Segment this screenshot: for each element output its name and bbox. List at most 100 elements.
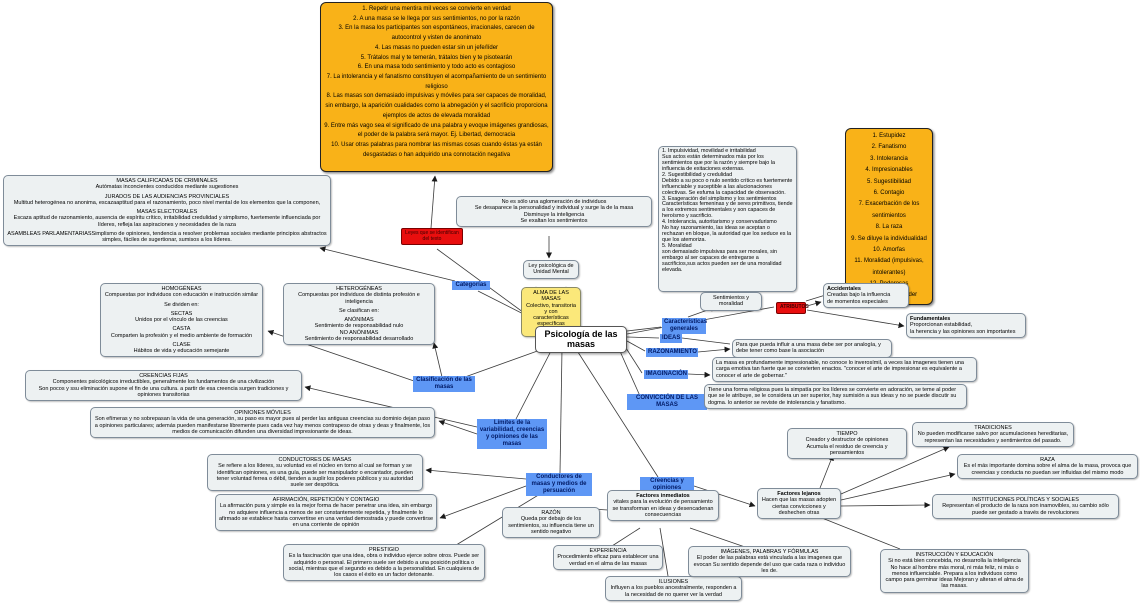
sentimientos-moralidad-box-line: Sentimientos y moralidad [712, 295, 750, 308]
aglomeracion-box-line: Se desaparece la personalidad y individu… [474, 205, 634, 212]
caracteristicas-num-box-line: 4. Intolerancia, autoritarismo y conserv… [662, 219, 777, 226]
caracteristicas-num-box-line: 1. Impulsividad, movilidad e irritabilid… [662, 148, 756, 154]
label-ideas-line: IDEAS [662, 335, 681, 341]
label-limites-line: Límites de la variabilidad, creencias y … [479, 420, 545, 447]
creencias-fijas-box-line: Son pocos y ssu eliminación supone el fi… [38, 385, 289, 398]
connector [626, 336, 660, 339]
laws-list-box-line: 8. Las masas son demasiado impulsivas y … [325, 93, 548, 119]
label-caracteristicas-generales-line: Características generales [664, 319, 708, 332]
label-conviccion-line: CONVICCIÓN DE LAS MASAS [635, 395, 698, 408]
factores-inmediatos-box-line: Factores inmediatos [636, 493, 690, 499]
homogeneas-box-line: Hábitos de vida y educación semejante [133, 348, 230, 355]
label-limites: Límites de la variabilidad, creencias y … [477, 419, 547, 449]
fundamentales-box-line: Fundamentales [910, 316, 951, 322]
attributes-list-box-line: 7. Exacerbación de los sentimientos [858, 201, 920, 219]
attributes-list-box-line: 8. La raza [875, 224, 903, 231]
ideas-box: Para que pueda influir a una masa debe s… [732, 339, 892, 358]
tradiciones-box-line: TRADICIONES [974, 425, 1012, 431]
imaginacion-box: La masa es profundamente impresionable, … [712, 357, 977, 382]
laws-list-box-line: 2. A una masa se le llega por sus sentim… [353, 15, 520, 22]
laws-list-box-line: 7. La intolerancia y el fanatismo consti… [326, 74, 547, 90]
raza-box-line: RAZA [1040, 457, 1055, 463]
mass-categories-box-line: Autómatas inconcientes conducidos median… [95, 184, 239, 191]
laws-list-box: 1. Repetir una mentira mil veces se conv… [320, 2, 553, 172]
instituciones-box-line: INSTITUCIONES POLÍTICAS Y SOCIALES [972, 497, 1079, 503]
experiencia-box-line: Procedimiento eficaz para establecer una… [557, 554, 659, 567]
attributes-list-box-line: 6. Contagio [873, 189, 905, 196]
opiniones-moviles-box-line: Son efímeras y no sobrepasan la vida de … [94, 416, 431, 435]
attributes-list-box-line: 11. Moralidad (impulsivas, intolerantes) [854, 258, 924, 276]
laws-list-box-line: 1. Repetir una mentira mil veces se conv… [362, 6, 511, 12]
connector [806, 309, 905, 329]
prestigio-box-line: PRESTIGIO [369, 547, 399, 553]
label-conviccion: CONVICCIÓN DE LAS MASAS [627, 394, 707, 410]
alma-masas-box-line: Colectivo, transitoria y con [526, 302, 576, 315]
label-razonamiento: RAZONAMIENTO [646, 348, 698, 357]
attributes-list-box-line: 10. Amorfas [872, 246, 905, 253]
label-categorias-line: Categorías [455, 282, 487, 288]
prestigio-box-line: Es la fascinación que una idea, obra o i… [288, 553, 480, 579]
tiempo-box-line: TIEMPO [836, 431, 858, 437]
caracteristicas-num-box-line: No hay razonamiento, las ideas se acepta… [662, 225, 792, 244]
label-creencias-opiniones-line: Creencias y opiniones [650, 478, 684, 491]
label-clasificacion-line: Clasificación de las masas [416, 377, 472, 390]
label-creencias-opiniones: Creencias y opiniones [640, 477, 694, 493]
mass-categories-box-line: Escaza aptitud de razonamiento, ausencia… [13, 215, 321, 228]
heterogeneas-box-line: Sentimiento de responsabilidad desarroll… [304, 335, 414, 342]
heterogeneas-box-line: HETEROGÉNEAS [336, 286, 382, 292]
raza-box-line: Es el más importante domina sobre el alm… [963, 463, 1132, 476]
aglomeracion-box-line: Se exaltan los sentimientos [520, 217, 588, 224]
factores-lejanos-box-line: Hacen que las masas adopten ciertas conv… [761, 497, 837, 516]
homogeneas-box-line: Unidos por el vínculo de las creencias [135, 317, 228, 324]
heterogeneas-box-line: ANÓNIMAS [344, 317, 374, 324]
aglomeracion-box-line: No es sólo una aglomeración de individuo… [501, 199, 607, 205]
afirmacion-box-line: La afirmación pura y simple es la mejor … [219, 503, 434, 529]
label-clasificacion: Clasificación de las masas [413, 376, 475, 392]
ley-psicologica-box-line: Ley psicológica de [528, 263, 574, 269]
connector [819, 454, 834, 489]
imaginacion-box-line: La masa es profundamente impresionable, … [716, 360, 964, 379]
caracteristicas-num-box-line: 3. Exageración del simplismo y los senti… [662, 195, 777, 202]
alma-masas-box-line: ALMA DE LAS MASAS [533, 290, 569, 303]
leyes-texto-box-line: del texto [422, 235, 442, 242]
label-categorias: Categorías [452, 281, 490, 290]
homogeneas-box-line: Comparten la profesión y el medio ambien… [110, 332, 253, 339]
attributes-list-box-line: 9. Se diluye la individualidad [851, 235, 927, 242]
factores-inmediatos-box-line: vitales para la evolución de pensamiento… [612, 499, 714, 518]
mass-categories-box-line: MASAS CALIFICADAS DE CRIMINALES [116, 178, 218, 184]
mass-categories-box-line: MASAS ELECTORALES [136, 209, 198, 216]
creencias-fijas-box-line: Componentes psicológicos irreductibles, … [52, 379, 275, 386]
tiempo-box-line: Acumula el residuo de creencia y pensami… [806, 443, 888, 456]
fundamentales-box-line: Proporcionan estabilidad, [910, 322, 973, 329]
label-atributos-line: ATRIBUTOS [780, 304, 809, 310]
connector [515, 348, 553, 420]
ley-psicologica-box-line: Unidad Mental [533, 269, 569, 276]
caracteristicas-num-box-line: Debido a su poco o nulo sentido crítico … [662, 177, 793, 196]
label-imaginacion: IMAGINACIÓN [644, 370, 688, 379]
leyes-texto-box-line: Leyes que se identifican [405, 230, 459, 236]
accidentales-box-line: de momentos especiales [827, 298, 888, 305]
razon-box-line: RAZÓN [541, 510, 561, 516]
creencias-fijas-box-line: CREENCIAS FIJAS [139, 373, 188, 379]
mass-categories-box-line: ASAMBLEAS PARLAMENTARIASSimplismo de opi… [7, 230, 327, 244]
homogeneas-box-line: HOMOGÉNEAS [161, 286, 202, 292]
razon-box-line: Queda por debajo de los sentimientos, su… [508, 516, 594, 535]
factores-lejanos-box-line: Factores lejanos [777, 491, 821, 497]
connector [689, 527, 746, 548]
caracteristicas-num-box-line: son demasiado impulsivas para ser morale… [662, 248, 782, 273]
instruccion-box-line: Si no está bien concebida, no desarrolla… [885, 558, 1024, 590]
